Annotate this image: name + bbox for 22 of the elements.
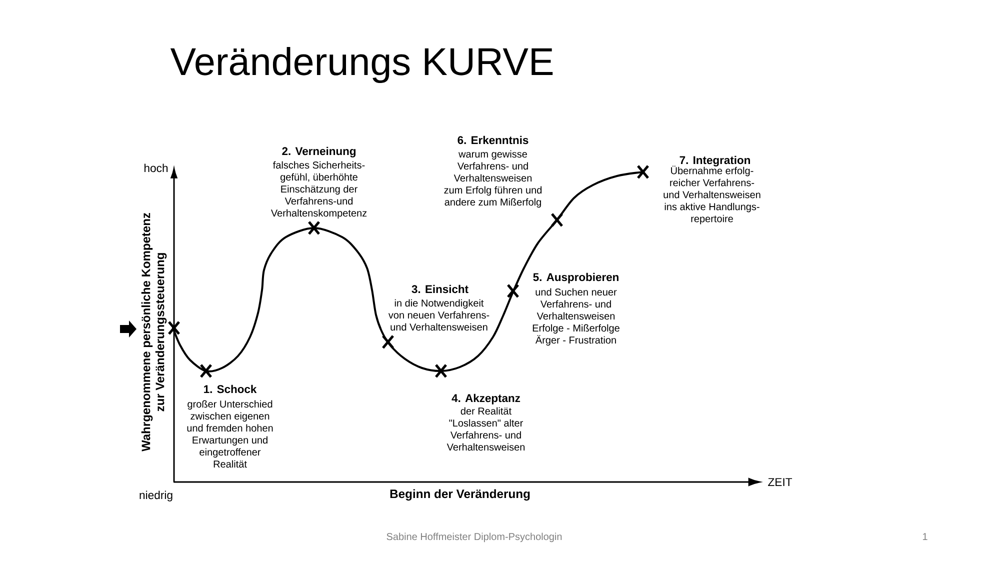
- page-number: 1: [922, 533, 928, 540]
- phase-description: Übernahme erfolg- reicher Verfahrens- und Verhaltensweisen ins aktive Handlungs- repertoire: [664, 166, 760, 224]
- phase-heading: 2. Verneinung: [282, 146, 356, 158]
- phase-heading: 5. Ausprobieren: [533, 272, 618, 284]
- axis-title: Beginn der Veränderung: [390, 489, 530, 501]
- phase-heading: 3. Einsicht: [412, 284, 468, 294]
- axis-title: Wahrgenommene persönliche Kompetenz zur Veränderungssteuerung: [141, 212, 167, 452]
- phase-heading: 7. Integration: [680, 156, 750, 166]
- phase-description: warum gewisse Verfahrens- und Verhaltensweisen zum Erfolg führen und andere zum Mißerfolg: [444, 150, 542, 208]
- phase-description: in die Notwendigkeit von neuen Verfahrens- und Verhaltensweisen: [388, 299, 490, 331]
- phase-description: großer Unterschied zwischen eigenen und fremden hohen Erwartungen und eingetroffener Realität: [187, 400, 273, 468]
- phase-description: falsches Sicherheits- gefühl, überhöhte Einschätzung der Verfahrens-und Verhaltenskompetenz: [270, 161, 367, 219]
- phase-description: und Suchen neuer Verfahrens- und Verhaltensweisen Erfolge - Mißerfolge Ärger - Frustration: [532, 288, 620, 346]
- phase-heading: 6. Erkenntnis: [458, 136, 528, 144]
- phase-heading: 4. Akzeptanz: [452, 394, 520, 404]
- axis-label: niedrig: [140, 490, 172, 502]
- phase-heading: 1. Schock: [204, 384, 257, 394]
- title: Veränderungs KURVE: [170, 46, 553, 84]
- axis-label: ZEIT: [768, 478, 792, 486]
- axis-label: hoch: [144, 164, 168, 172]
- footer-text: Sabine Hoffmeister Diplom-Psychologin: [386, 532, 562, 542]
- phase-description: der Realität "Loslassen" alter Verfahrens- und Verhaltensweisen: [446, 407, 525, 451]
